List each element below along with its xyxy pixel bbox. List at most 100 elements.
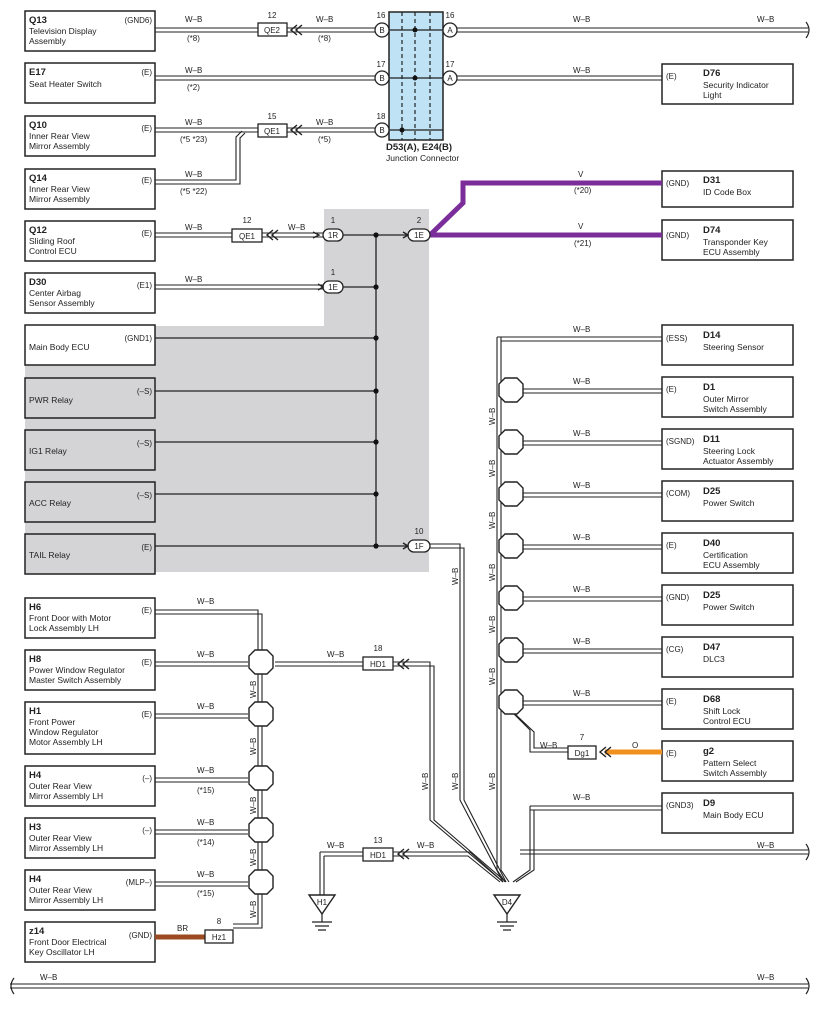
inline-connector: HD1 13 [362, 836, 394, 862]
svg-text:W–B: W–B [40, 973, 57, 982]
svg-text:W–B: W–B [327, 650, 344, 659]
svg-text:W–B: W–B [488, 668, 497, 685]
component-code: E17 [29, 67, 46, 78]
svg-text:W–B: W–B [185, 118, 202, 127]
left-component-1: E17 Seat Heater Switch (E) [24, 62, 156, 104]
component-code: D74 [703, 225, 721, 236]
svg-text:D4: D4 [502, 898, 513, 907]
left-component-11: H6 Front Door with Motor Lock Assembly L… [24, 597, 156, 639]
pin-label: (GND) [666, 231, 689, 240]
left-component-16: H4 Outer Rear View Mirror Assembly LH (M… [24, 869, 156, 911]
svg-text:W–B: W–B [197, 818, 214, 827]
svg-text:W–B: W–B [573, 325, 590, 334]
splice-number: 2 [417, 216, 422, 225]
component-code: D40 [703, 538, 720, 549]
svg-text:W–B: W–B [488, 408, 497, 425]
pin-label: (E) [666, 385, 677, 394]
component-name: Center Airbag [29, 288, 81, 298]
junction-code: D53(A), E24(B) [386, 142, 452, 153]
component-name: Front Power [29, 717, 75, 727]
right-component-7: (E) D40 Certification ECU Assembly [661, 532, 794, 574]
svg-text:W–B: W–B [488, 564, 497, 581]
svg-text:W–B: W–B [249, 797, 258, 814]
component-code: H8 [29, 654, 41, 665]
junction-name: Junction Connector [386, 153, 459, 163]
svg-text:W–B: W–B [185, 15, 202, 24]
svg-text:V: V [578, 170, 584, 179]
component-name: Switch Assembly [703, 768, 768, 778]
svg-text:O: O [632, 741, 638, 750]
component-name: Inner Rear View [29, 131, 91, 141]
svg-text:W–B: W–B [540, 741, 557, 750]
component-code: D31 [703, 175, 721, 186]
svg-text:W–B: W–B [573, 585, 590, 594]
pin-label: (–S) [137, 439, 152, 448]
component-code: Q14 [29, 173, 48, 184]
component-name: Mirror Assembly [29, 194, 91, 204]
pin-label: (E) [141, 229, 152, 238]
svg-text:W–B: W–B [417, 841, 434, 850]
svg-text:(*5): (*5) [318, 135, 331, 144]
ground-h1: H1 [307, 894, 337, 931]
svg-text:Hz1: Hz1 [212, 933, 227, 942]
splice-name: 1E [328, 283, 338, 292]
pin-label: (E) [141, 710, 152, 719]
pin-label: (GND3) [666, 801, 694, 810]
left-component-7: PWR Relay (–S) [24, 377, 156, 419]
svg-text:W–B: W–B [249, 901, 258, 918]
svg-text:W–B: W–B [573, 15, 590, 24]
component-name: DLC3 [703, 654, 725, 664]
pin-label: (E) [141, 543, 152, 552]
svg-text:W–B: W–B [451, 568, 460, 585]
component-name: Motor Assembly LH [29, 737, 103, 747]
svg-text:W–B: W–B [757, 15, 774, 24]
right-component-4: (E) D1 Outer Mirror Switch Assembly [661, 376, 794, 418]
svg-text:W–B: W–B [488, 512, 497, 529]
svg-text:(*5 *22): (*5 *22) [180, 187, 207, 196]
component-name: Power Switch [703, 498, 755, 508]
pin-label: (CG) [666, 645, 684, 654]
svg-text:W–B: W–B [573, 689, 590, 698]
pin-label: (E) [666, 697, 677, 706]
component-name: Power Window Regulator [29, 665, 125, 675]
component-name: Window Regulator [29, 727, 99, 737]
svg-text:W–B: W–B [185, 66, 202, 75]
pin-letter: B [379, 126, 384, 135]
svg-text:W–B: W–B [757, 841, 774, 850]
component-name: ECU Assembly [703, 247, 760, 257]
component-name: Outer Rear View [29, 781, 93, 791]
svg-text:W–B: W–B [249, 849, 258, 866]
component-name: Control ECU [29, 246, 77, 256]
pin-label: (–S) [137, 387, 152, 396]
component-name: Light [703, 90, 722, 100]
svg-text:18: 18 [374, 644, 383, 653]
component-name: Outer Rear View [29, 885, 93, 895]
pin-label: (E) [666, 749, 677, 758]
component-name: Steering Lock [703, 446, 756, 456]
svg-text:15: 15 [268, 112, 277, 121]
svg-text:W–B: W–B [573, 66, 590, 75]
pin-label: (GND1) [124, 334, 152, 343]
pin-label: (E) [666, 72, 677, 81]
component-code: D11 [703, 434, 721, 445]
inline-connector: Hz1 8 [204, 917, 234, 944]
svg-text:W–B: W–B [249, 681, 258, 698]
component-name: Certification [703, 550, 748, 560]
svg-text:(*8): (*8) [187, 34, 200, 43]
left-component-4: Q12 Sliding Roof Control ECU (E) [24, 220, 156, 262]
svg-text:(*21): (*21) [574, 239, 592, 248]
splice-number: 1 [331, 216, 336, 225]
svg-text:7: 7 [580, 733, 585, 742]
junction-pins: B 16 B 17 B 18 A 16 A 17 [374, 11, 458, 138]
component-name: Television Display [29, 26, 97, 36]
svg-text:W–B: W–B [573, 377, 590, 386]
pin-number: 16 [377, 11, 386, 20]
component-code: D25 [703, 590, 721, 601]
component-name: ID Code Box [703, 187, 752, 197]
svg-text:W–B: W–B [451, 773, 460, 790]
pin-letter: A [447, 26, 453, 35]
svg-text:W–B: W–B [327, 841, 344, 850]
right-component-8: (GND) D25 Power Switch [661, 584, 794, 626]
svg-text:W–B: W–B [197, 650, 214, 659]
ground-d4: D4 [492, 894, 522, 931]
